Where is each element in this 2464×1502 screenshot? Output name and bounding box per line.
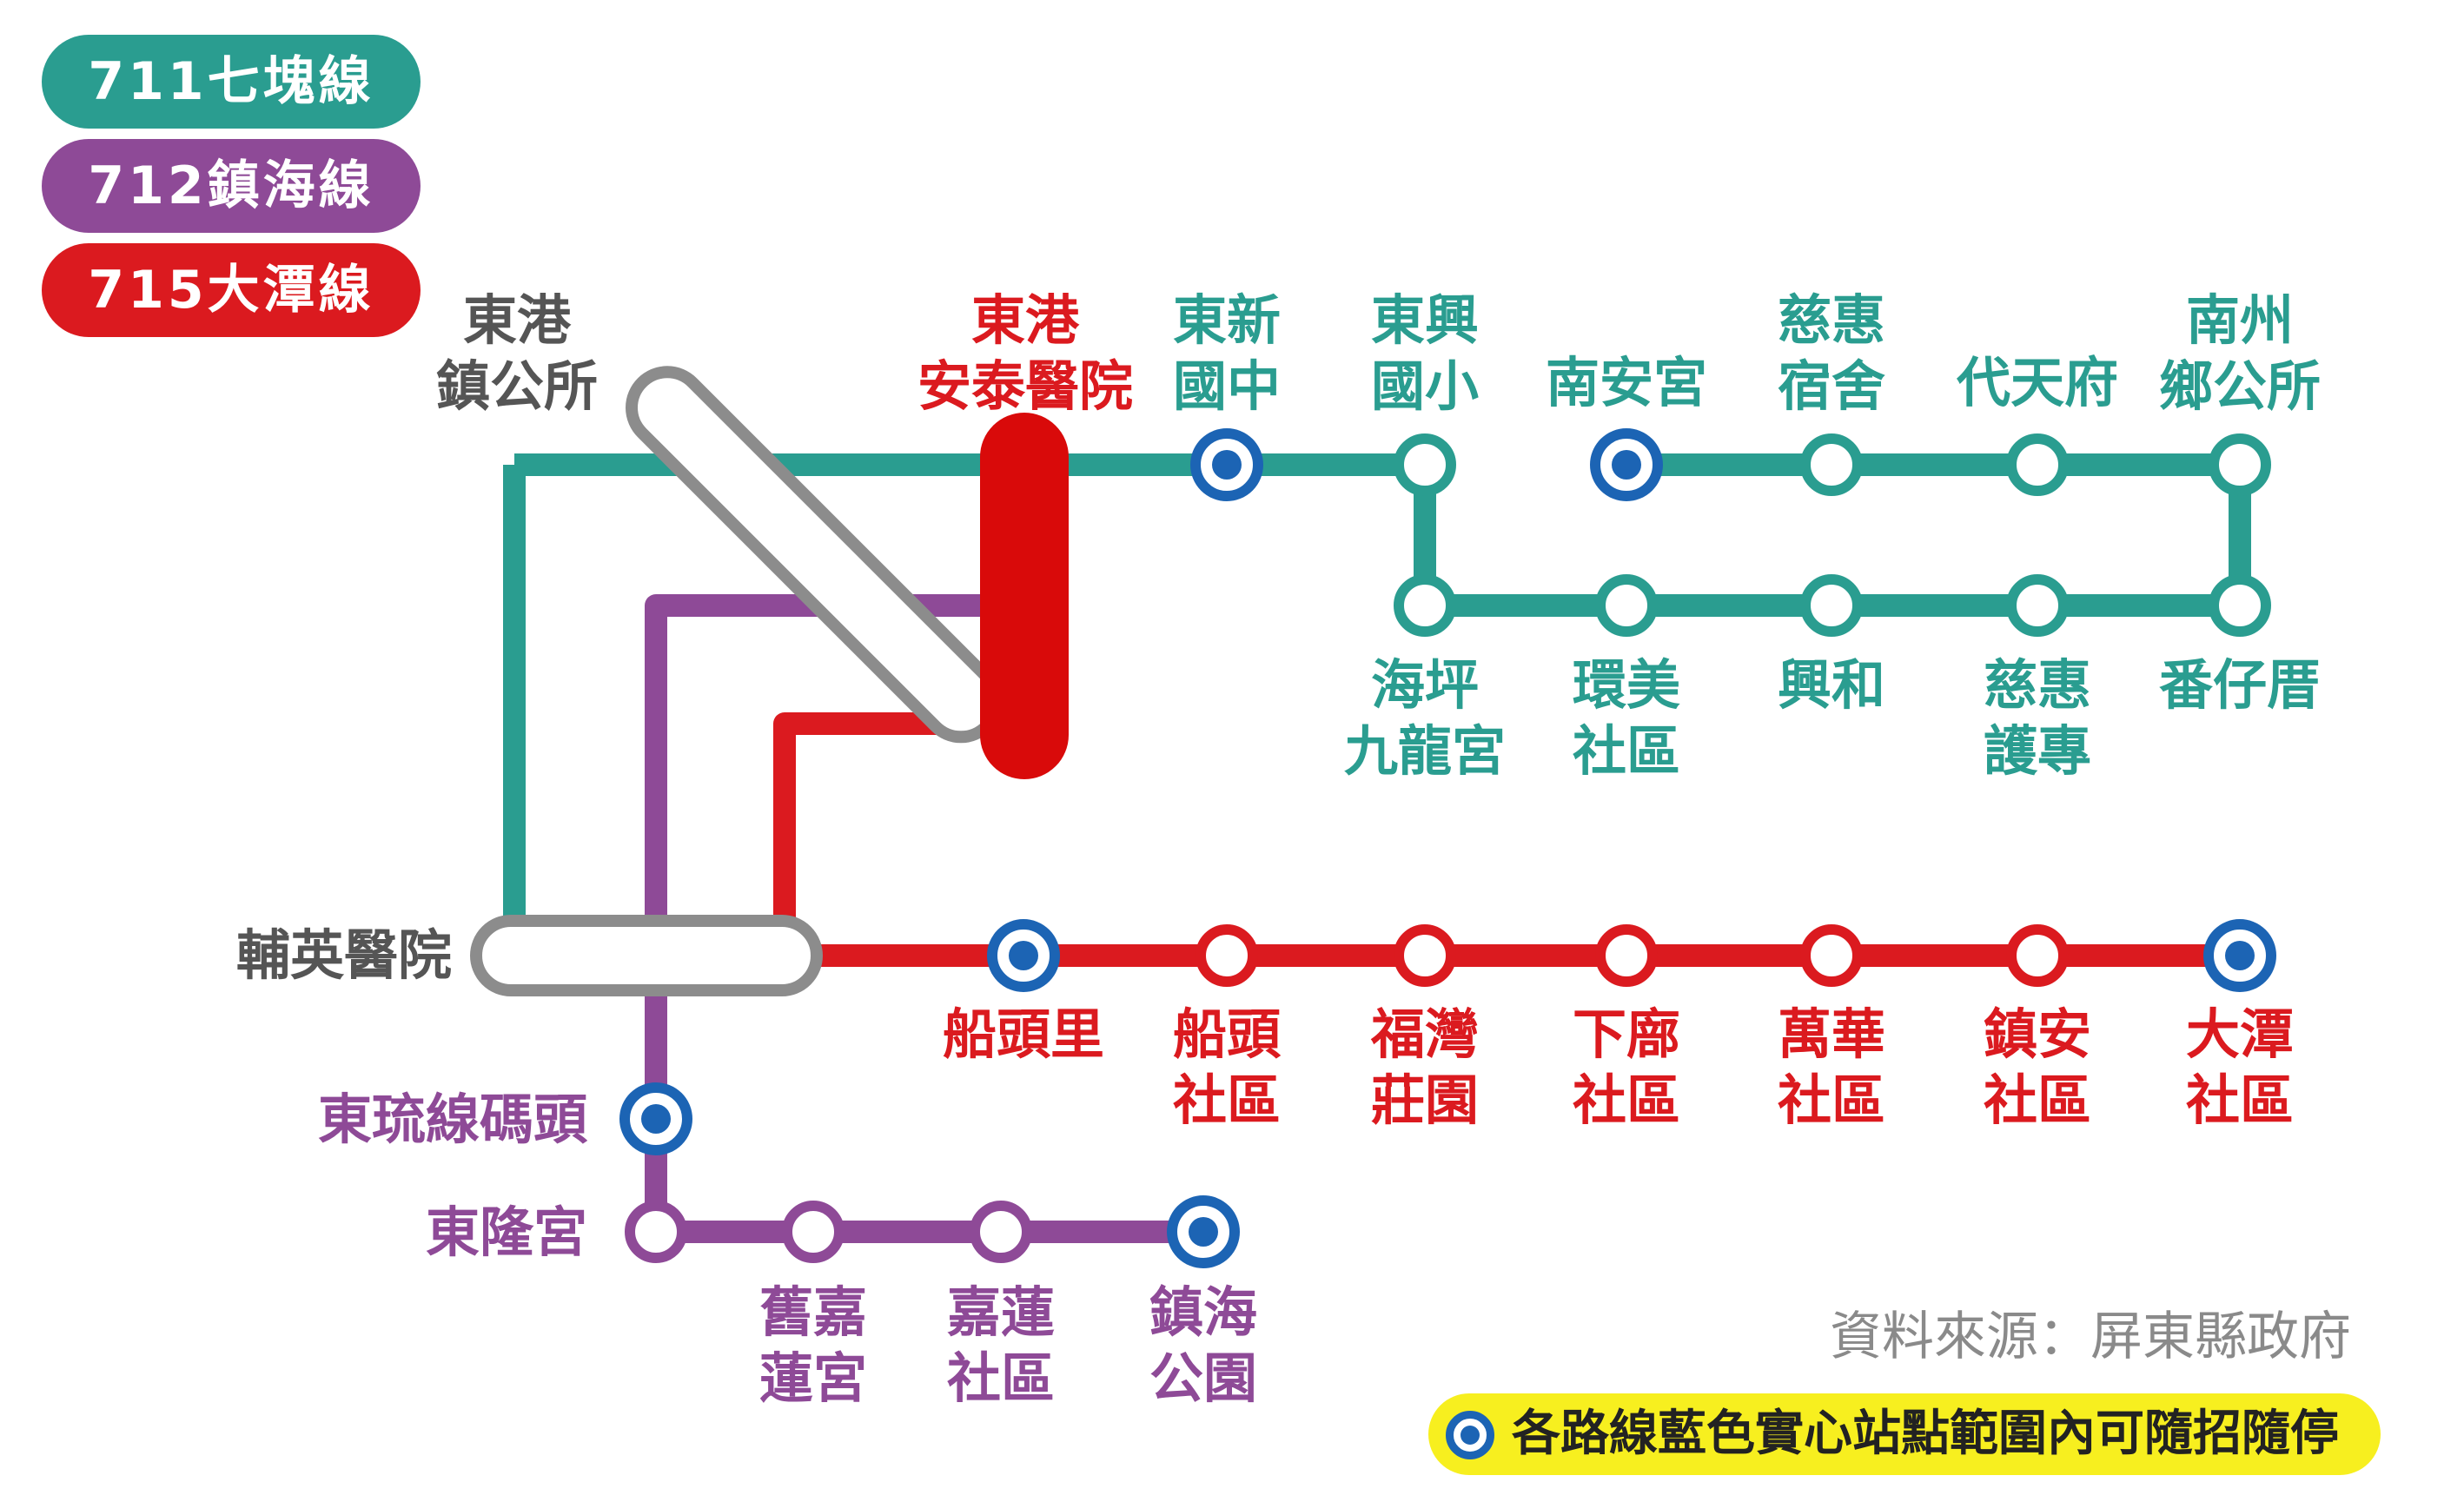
- line-715-station-3-marker: [1595, 924, 1658, 987]
- line-712-station-1-label-0: 東隆宮: [426, 1201, 587, 1264]
- legend-712: 712鎮海線: [42, 139, 421, 233]
- line-711-station-1-marker: [1394, 433, 1456, 496]
- line-711-station-10-label-0: 番仔厝: [2159, 653, 2321, 717]
- line-715-station-6-label-1: 社區: [2186, 1069, 2294, 1132]
- line-712-station-2-label-0: 舊嘉: [759, 1280, 867, 1344]
- line-711-station-7-label-0: 環美: [1573, 653, 1680, 717]
- express-stop-note-text: 各路線藍色實心站點範圍內可隨招隨停: [1512, 1406, 2339, 1462]
- line-715-station-6-dot: [2225, 941, 2255, 970]
- hub-fooyin-hospital: [470, 915, 823, 996]
- hub-antai-hospital-label-0: 東港: [971, 288, 1080, 352]
- legend-711-label: 711七塊線: [88, 51, 374, 112]
- hub-stations: [470, 366, 1069, 996]
- line-711-station-6-label-0: 海坪: [1371, 653, 1479, 717]
- line-711-station-8-marker: [1800, 574, 1863, 637]
- hub-antai-hospital: [980, 413, 1069, 779]
- line-712-station-4-dot: [1189, 1217, 1218, 1247]
- line-715-station-2-label-0: 福灣: [1370, 1002, 1479, 1066]
- line-715-path: [773, 712, 2235, 967]
- line-712-station-4-label-1: 公園: [1149, 1347, 1257, 1410]
- stations: [619, 428, 2276, 1268]
- line-715-station-1-marker: [1196, 924, 1258, 987]
- line-711-station-9-label-1: 護專: [1984, 719, 2091, 783]
- line-712-station-4-label-0: 鎮海: [1149, 1280, 1257, 1344]
- line-712-station-3-marker: [970, 1201, 1032, 1263]
- express-stop-note: 各路線藍色實心站點範圍內可隨招隨停: [1428, 1393, 2381, 1475]
- line-711-station-4-marker: [2006, 433, 2069, 496]
- line-712-station-3-label-0: 嘉蓮: [947, 1280, 1055, 1344]
- line-712-station-2-marker: [782, 1201, 845, 1263]
- line-711-station-1-label-1: 國小: [1371, 354, 1479, 418]
- line-711-station-5-label-1: 鄉公所: [2159, 354, 2321, 418]
- line-715-station-3-label-1: 社區: [1573, 1069, 1680, 1132]
- line-715-station-5-label-0: 鎮安: [1984, 1002, 2091, 1066]
- line-711-station-10-marker: [2209, 574, 2271, 637]
- data-source: 資料來源：屏東縣政府: [1830, 1307, 2351, 1367]
- line-711-station-4-label-0: 代天府: [1956, 351, 2118, 414]
- line-715-station-3-label-0: 下廍: [1573, 1002, 1680, 1066]
- line-711-station-0-label-1: 國中: [1173, 354, 1281, 418]
- line-715-station-4-label-1: 社區: [1778, 1069, 1885, 1132]
- line-711-station-3-label-0: 慈惠: [1778, 288, 1885, 352]
- line-711-station-6-marker: [1394, 574, 1456, 637]
- line-715-station-2-label-1: 莊園: [1371, 1069, 1479, 1132]
- line-711-station-7-marker: [1595, 574, 1658, 637]
- line-715-station-5-marker: [2006, 924, 2069, 987]
- line-715-station-2-marker: [1394, 924, 1456, 987]
- line-711-station-9-marker: [2006, 574, 2069, 637]
- line-711-station-9-label-0: 慈惠: [1984, 653, 2091, 717]
- line-711-station-1-label-0: 東興: [1371, 288, 1479, 352]
- line-711-station-6-label-1: 九龍宮: [1344, 719, 1506, 783]
- line-711-station-7-label-1: 社區: [1573, 719, 1680, 783]
- line-715-station-4-marker: [1800, 924, 1863, 987]
- hub-fooyin-hospital-label-0: 輔英醫院: [236, 923, 452, 987]
- line-715-station-4-label-0: 萬華: [1778, 1002, 1885, 1066]
- line-711-station-0-dot: [1212, 450, 1242, 480]
- line-711-station-5-marker: [2209, 433, 2271, 496]
- line-712-station-0-dot: [641, 1104, 671, 1134]
- legend-715: 715大潭線: [42, 243, 421, 337]
- line-711-station-8-label-0: 興和: [1778, 653, 1885, 717]
- line-715-station-1-label-0: 船頭: [1173, 1002, 1282, 1066]
- line-715-station-0-label-0: 船頭里: [943, 1002, 1104, 1066]
- hub-donggang-township-office-label-0: 東港: [463, 288, 572, 352]
- line-711-station-2-dot: [1612, 450, 1641, 480]
- line-711-station-3-label-1: 宿舍: [1778, 354, 1885, 418]
- line-715-station-0-dot: [1009, 941, 1038, 970]
- line-715-station-1-label-1: 社區: [1173, 1069, 1281, 1132]
- legend-711: 711七塊線: [42, 35, 421, 129]
- line-715-station-6-label-0: 大潭: [2186, 1002, 2294, 1066]
- line-711-station-5-label-0: 南州: [2186, 288, 2294, 352]
- hub-antai-hospital-label-1: 安泰醫院: [917, 354, 1133, 418]
- line-712-station-3-label-1: 社區: [947, 1347, 1055, 1410]
- station-labels: 東港鎮公所東港安泰醫院輔英醫院東新國中東興國小南安宮慈惠宿舍代天府南州鄉公所海坪…: [236, 288, 2321, 1410]
- legend-712-label: 712鎮海線: [88, 155, 374, 216]
- line-711-station-0-label-0: 東新: [1173, 288, 1281, 352]
- line-712-station-1-marker: [625, 1201, 687, 1263]
- line-711-station-2-label-0: 南安宮: [1546, 351, 1707, 414]
- line-712-station-0-label-0: 東琉線碼頭: [318, 1088, 588, 1151]
- express-stop-icon: [1446, 1411, 1494, 1459]
- line-711-station-3-marker: [1800, 433, 1863, 496]
- line-715-station-5-label-1: 社區: [1984, 1069, 2091, 1132]
- hub-donggang-township-office-label-1: 鎮公所: [436, 354, 598, 418]
- line-712-station-2-label-1: 蓮宮: [759, 1347, 867, 1410]
- legend-715-label: 715大潭線: [88, 260, 374, 321]
